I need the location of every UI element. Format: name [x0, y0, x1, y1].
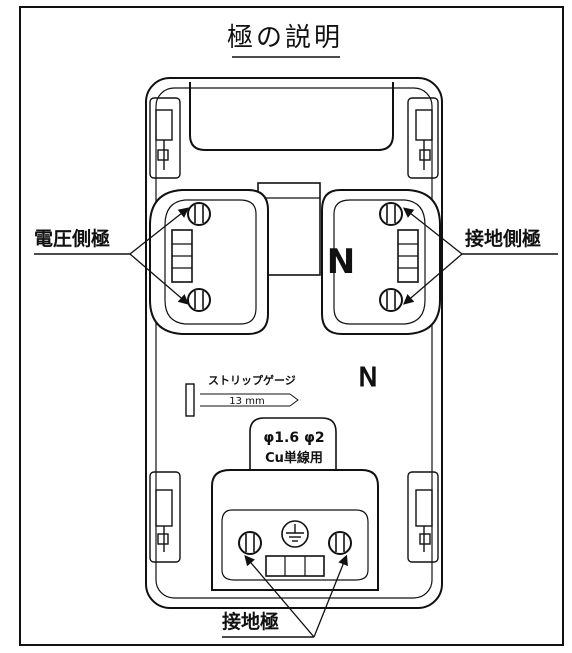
top-left-latch: [149, 97, 181, 179]
diagram-frame: [19, 6, 564, 646]
top-cap: [189, 82, 394, 151]
wire-spec-diameter: φ1.6 φ2: [263, 430, 324, 446]
bottom-left-latch: [149, 471, 181, 563]
top-right-latch: [407, 97, 439, 179]
neutral-mark-outline: N: [358, 363, 377, 393]
voltage-pole-label: 電圧側極: [34, 227, 110, 250]
ground-side-pole-arrow-upper: [402, 207, 463, 255]
neutral-mark-bold: N: [327, 242, 355, 282]
strip-gauge: ストリップゲージ 13 mm: [185, 373, 299, 417]
earth-symbol-circle: [281, 520, 309, 548]
voltage-pole-arrow-lower: [129, 253, 189, 305]
bottom-right-latch: [407, 471, 439, 563]
voltage-pole-arrow-upper: [129, 207, 190, 255]
ground-side-pole-arrow-lower: [403, 253, 463, 305]
ground-pole-label: 接地極: [222, 610, 279, 633]
title: 極の説明: [227, 23, 343, 53]
strip-gauge-length: 13 mm: [229, 396, 264, 407]
voltage-pole-terminal: [149, 189, 269, 335]
wire-spec-box: φ1.6 φ2 Cu単線用: [249, 417, 337, 470]
ground-pole-arrow-left: [244, 555, 315, 638]
ground-side-pole-label: 接地側極: [465, 227, 541, 250]
ground-pole-terminal: [211, 469, 379, 591]
strip-gauge-label: ストリップゲージ: [208, 373, 296, 387]
outlet-body-inner: [155, 87, 433, 599]
ground-pole-arrow-right: [313, 554, 348, 638]
wire-spec-material: Cu単線用: [265, 450, 323, 466]
